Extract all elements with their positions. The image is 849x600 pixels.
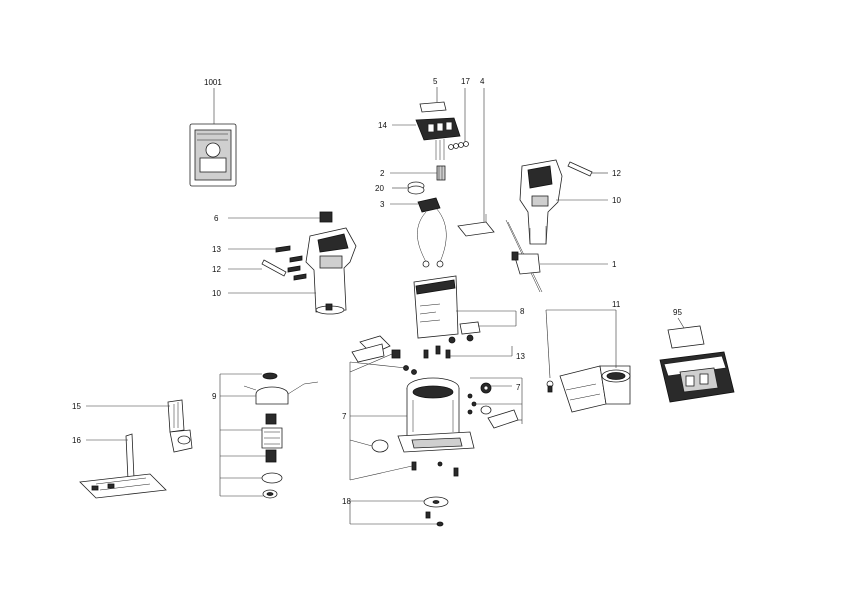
callout-5: 5 xyxy=(433,77,438,86)
part-17-contacts xyxy=(448,141,469,150)
callout-7-right: 7 xyxy=(516,383,521,392)
part-12-strip-left xyxy=(261,259,287,277)
part-16-fence xyxy=(79,433,167,499)
part-95-battery xyxy=(659,325,735,403)
part-18-washer xyxy=(423,496,449,527)
callout-17: 17 xyxy=(461,77,470,86)
callout-4: 4 xyxy=(480,77,485,86)
part-15-guide xyxy=(167,399,193,453)
part-1-cable-switch xyxy=(505,219,543,293)
part-6-label xyxy=(319,211,333,223)
callout-8: 8 xyxy=(520,307,525,316)
part-10-housing-right xyxy=(519,159,563,245)
part-2-connector xyxy=(436,165,446,181)
callout-12-left: 12 xyxy=(212,265,221,274)
callout-10-right: 10 xyxy=(612,196,621,205)
callout-7-left: 7 xyxy=(342,412,347,421)
callout-3: 3 xyxy=(380,200,385,209)
part-13-screws-mid xyxy=(423,345,451,359)
part-13-screws-left xyxy=(275,245,307,281)
callout-15: 15 xyxy=(72,402,81,411)
part-3-wiring-harness xyxy=(417,197,447,268)
part-9-motor-assembly xyxy=(243,372,319,499)
callout-18: 18 xyxy=(342,497,351,506)
callout-13-mid: 13 xyxy=(516,352,525,361)
callout-9: 9 xyxy=(212,392,217,401)
callout-16: 16 xyxy=(72,436,81,445)
part-12-strip-right xyxy=(567,161,593,177)
part-7-brackets xyxy=(351,335,417,375)
part-14-switch-module xyxy=(415,117,461,160)
part-4-bracket xyxy=(457,214,495,237)
callout-14: 14 xyxy=(378,121,387,130)
callout-2: 2 xyxy=(380,169,385,178)
callout-12-right: 12 xyxy=(612,169,621,178)
part-1001-label-sheet xyxy=(189,123,237,187)
callout-1: 1 xyxy=(612,260,617,269)
part-10-housing-left xyxy=(305,227,357,315)
part-7-base-housing xyxy=(397,377,475,477)
callout-6: 6 xyxy=(214,214,219,223)
callout-10-left: 10 xyxy=(212,289,221,298)
callout-13-left: 13 xyxy=(212,245,221,254)
callout-95: 95 xyxy=(673,308,682,317)
part-20-ring xyxy=(407,181,425,195)
part-5-plate xyxy=(419,101,447,113)
callout-20: 20 xyxy=(375,184,384,193)
part-8-sleeve xyxy=(413,275,481,344)
callout-1001: 1001 xyxy=(204,78,222,87)
part-7-side-parts xyxy=(371,382,519,453)
callout-11: 11 xyxy=(612,300,621,309)
part-11-adapter xyxy=(546,365,631,413)
